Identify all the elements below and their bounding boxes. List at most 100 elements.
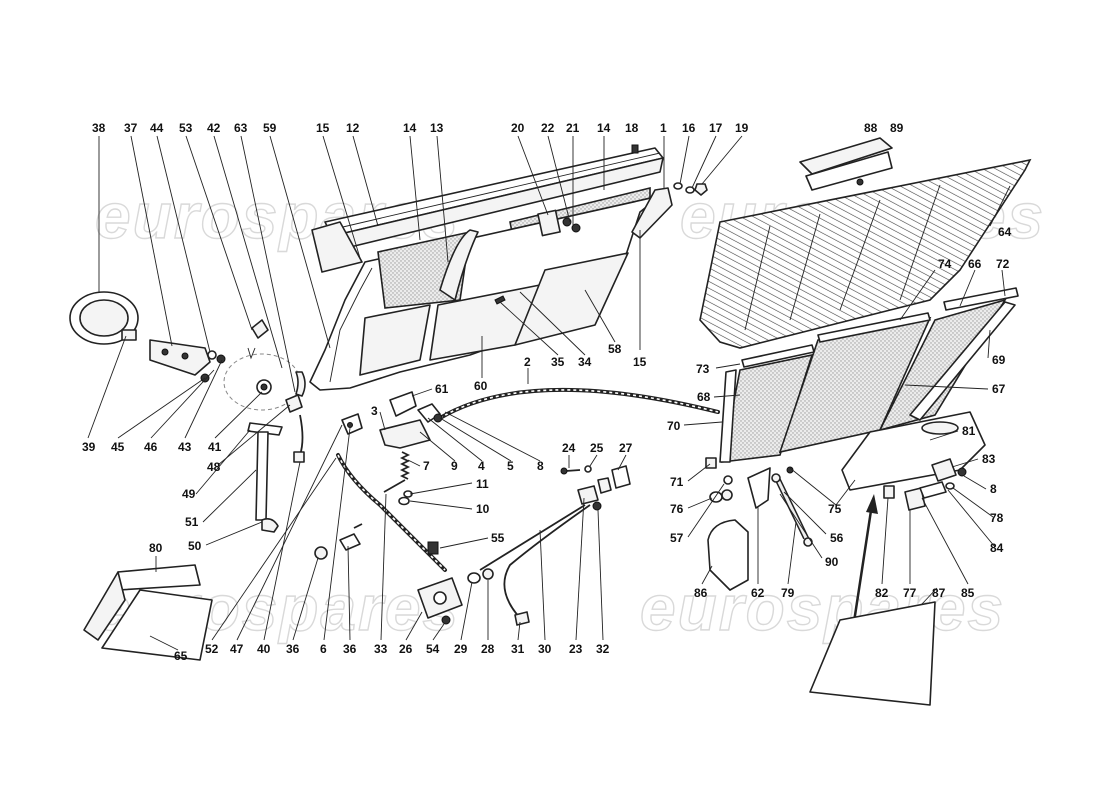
prop-rod-51 <box>255 431 269 521</box>
callout-18: 18 <box>625 121 639 135</box>
bolt-21 <box>562 217 572 227</box>
leader-4 <box>427 417 483 462</box>
leader-8b <box>963 475 987 490</box>
leader-42 <box>213 135 283 369</box>
fuel-cap-tab <box>121 329 137 341</box>
callout-36b: 36 <box>343 642 357 656</box>
leader-59 <box>269 135 331 349</box>
screw-35 <box>494 295 506 305</box>
callout-73: 73 <box>696 362 710 376</box>
bracket-1 <box>631 187 673 239</box>
callout-labels: 38 37 44 53 42 63 59 15 12 14 13 20 22 2… <box>82 121 1012 663</box>
plate-6-hole <box>347 422 353 428</box>
leader-70 <box>683 421 723 426</box>
callout-87: 87 <box>932 586 946 600</box>
leader-31 <box>517 621 521 641</box>
grommet-36b <box>339 533 361 551</box>
bracket-23 <box>577 485 599 505</box>
strut-end-56 <box>771 473 781 483</box>
callout-50: 50 <box>188 539 202 553</box>
gasket-63 <box>295 371 306 397</box>
rail-edge-line <box>329 152 661 231</box>
callout-72: 72 <box>996 257 1010 271</box>
leader-90 <box>779 493 823 559</box>
leader-23 <box>575 497 585 641</box>
leader-5 <box>439 417 512 462</box>
washer-76 <box>709 491 723 503</box>
leader-48 <box>217 404 291 466</box>
callout-29: 29 <box>454 642 468 656</box>
leader-50 <box>205 521 263 546</box>
callout-64: 64 <box>998 225 1012 239</box>
hinge-83 <box>931 458 957 482</box>
callout-1: 1 <box>660 121 667 135</box>
leader-37 <box>130 135 173 347</box>
callout-90: 90 <box>825 555 839 569</box>
leader-58 <box>584 289 616 343</box>
leader-25 <box>589 454 598 467</box>
callout-89: 89 <box>890 121 904 135</box>
leader-56 <box>783 491 827 535</box>
callout-60: 60 <box>474 379 488 393</box>
cable-2-inner <box>439 389 719 419</box>
callout-25: 25 <box>590 441 604 455</box>
leader-43 <box>184 359 223 439</box>
callout-46: 46 <box>144 440 158 454</box>
washer-44 <box>207 350 217 360</box>
panel-80-side <box>83 571 126 641</box>
callout-22: 22 <box>541 121 555 135</box>
bolt-24 <box>565 469 581 472</box>
callout-2: 2 <box>524 355 531 369</box>
bracket-23b <box>597 477 612 494</box>
leader-87 <box>921 587 938 605</box>
callout-44: 44 <box>150 121 164 135</box>
callout-82: 82 <box>875 586 889 600</box>
callout-76: 76 <box>670 502 684 516</box>
bracket-hole-a <box>161 348 169 356</box>
hinge-85 <box>919 481 947 499</box>
leader-12 <box>352 135 379 227</box>
leader-29 <box>460 581 473 641</box>
leader-13 <box>436 135 449 263</box>
callout-39: 39 <box>82 440 96 454</box>
leader-69 <box>987 329 991 359</box>
badge-88 <box>799 137 893 175</box>
leader-49 <box>195 429 251 495</box>
leader-76 <box>687 497 713 509</box>
panel-80 <box>117 564 201 591</box>
leader-7 <box>407 459 421 467</box>
spring-7 <box>399 451 411 480</box>
wire-30b <box>479 504 586 571</box>
callout-85: 85 <box>961 586 975 600</box>
clip-50 <box>261 518 279 533</box>
callout-65: 65 <box>174 649 188 663</box>
leader-35 <box>499 301 559 356</box>
callout-8a: 8 <box>537 459 544 473</box>
callout-81: 81 <box>962 424 976 438</box>
strip-70 <box>719 369 737 463</box>
callout-32: 32 <box>596 642 610 656</box>
callout-83: 83 <box>982 452 996 466</box>
callout-23: 23 <box>569 642 583 656</box>
callout-14b: 14 <box>597 121 611 135</box>
callout-43: 43 <box>178 440 192 454</box>
leader-27 <box>617 454 627 471</box>
callout-45: 45 <box>111 440 125 454</box>
leader-6 <box>323 427 351 641</box>
right-parts <box>699 137 1032 706</box>
callout-57: 57 <box>670 531 684 545</box>
nut-28 <box>482 568 494 580</box>
rod-33 <box>383 479 406 493</box>
washer-57 <box>723 475 733 485</box>
leader-64 <box>989 185 1011 227</box>
bolt-24-head <box>560 467 568 475</box>
callout-35: 35 <box>551 355 565 369</box>
badge-pin <box>856 178 864 186</box>
hinge-bracket-37 <box>149 339 211 376</box>
nut-76 <box>721 489 733 501</box>
leader-36a <box>292 557 319 641</box>
callout-56: 56 <box>830 531 844 545</box>
mesh-panel-67b <box>878 298 1007 432</box>
leader-52 <box>211 457 337 641</box>
leader-10 <box>409 500 473 510</box>
